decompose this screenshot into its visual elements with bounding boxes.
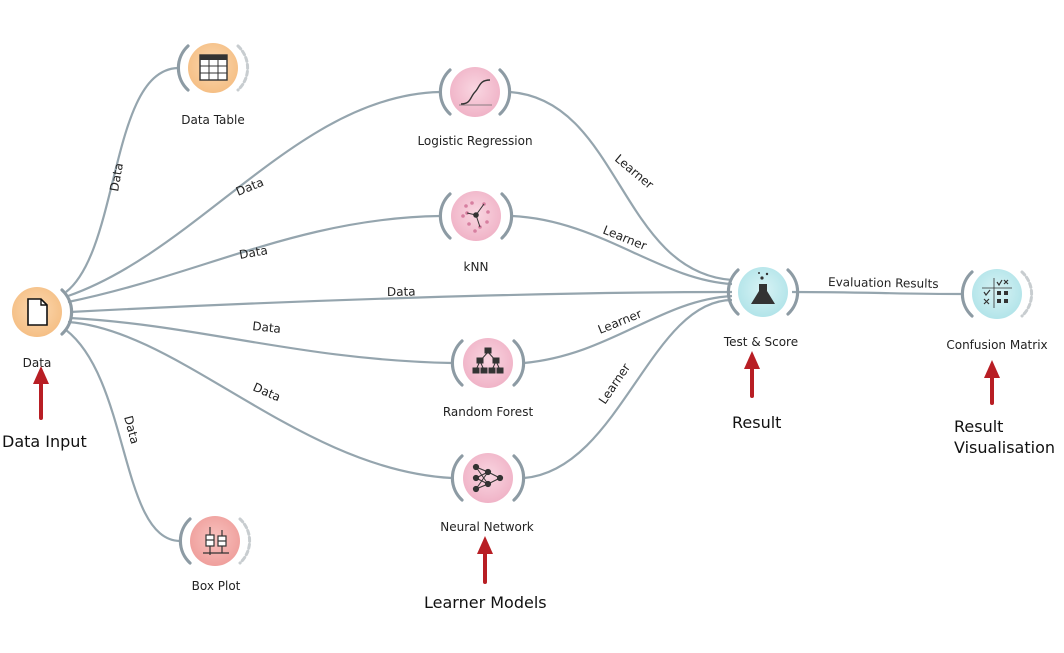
annotation-result: Result xyxy=(732,413,781,432)
link-labels: Data Data Data Data Data Data Data Learn… xyxy=(107,152,938,446)
confusion-input-port[interactable] xyxy=(960,270,974,318)
link-data-nn[interactable] xyxy=(67,320,453,480)
link-knn-testscore[interactable] xyxy=(511,214,733,286)
tree-icon xyxy=(472,347,504,374)
link-label-data-nn: Data xyxy=(251,380,283,404)
annotation-result-vis-line1: Result xyxy=(954,417,1003,436)
link-nn-testscore[interactable] xyxy=(523,298,733,480)
arrow-result-visualisation xyxy=(984,360,1000,405)
nn-node-circle[interactable] xyxy=(463,453,513,503)
link-label-data-datatable: Data xyxy=(107,162,126,193)
rf-input-port[interactable] xyxy=(450,339,464,387)
datatable-node-label: Data Table xyxy=(181,113,245,127)
annotation-texts: Data Input Learner Models Result Result … xyxy=(2,413,1055,612)
boxplot-output-port xyxy=(238,517,252,565)
link-label-data-knn: Data xyxy=(238,243,269,262)
node-neural-network[interactable]: Neural Network xyxy=(440,453,534,534)
boxplot-node-label: Box Plot xyxy=(192,579,241,593)
data-node-label: Data xyxy=(23,356,52,370)
network-icon xyxy=(472,463,504,493)
testscore-input-port[interactable] xyxy=(726,268,740,316)
testscore-output-port[interactable] xyxy=(786,268,800,316)
knn-output-port[interactable] xyxy=(500,192,514,240)
link-label-data-logreg: Data xyxy=(234,175,266,199)
annotation-data-input: Data Input xyxy=(2,432,87,451)
arrow-learner-models xyxy=(477,536,493,584)
knn-node-label: kNN xyxy=(464,260,489,274)
node-data-table[interactable]: Data Table xyxy=(176,43,250,127)
link-data-datatable[interactable] xyxy=(65,66,179,293)
node-random-forest[interactable]: Random Forest xyxy=(443,338,534,419)
annotation-arrows xyxy=(33,351,1000,584)
link-data-logreg[interactable] xyxy=(67,90,441,298)
rf-output-port[interactable] xyxy=(512,339,526,387)
link-data-rf[interactable] xyxy=(69,316,453,365)
links xyxy=(65,66,963,543)
boxplot-input-port[interactable] xyxy=(178,517,192,565)
nn-node-label: Neural Network xyxy=(440,520,534,534)
link-label-nn-testscore: Learner xyxy=(596,361,633,407)
link-label-data-testscore: Data xyxy=(387,285,416,299)
node-knn[interactable]: kNN xyxy=(438,191,514,274)
file-icon xyxy=(27,298,48,326)
nn-input-port[interactable] xyxy=(450,454,464,502)
logreg-output-port[interactable] xyxy=(498,68,512,116)
link-label-rf-testscore: Learner xyxy=(596,307,644,337)
knn-input-port[interactable] xyxy=(438,192,452,240)
sigmoid-curve-icon xyxy=(459,79,492,106)
annotation-result-vis-line2: Visualisation xyxy=(954,438,1055,457)
arrow-data-input xyxy=(33,366,49,420)
matrix-icon xyxy=(982,278,1012,308)
link-rf-testscore[interactable] xyxy=(523,294,733,365)
data-output-port[interactable] xyxy=(60,288,74,336)
link-data-testscore[interactable] xyxy=(69,290,733,314)
confusion-node-label: Confusion Matrix xyxy=(946,338,1047,352)
testscore-node-label: Test & Score xyxy=(723,335,798,349)
link-testscore-confusion[interactable] xyxy=(791,290,963,296)
link-logreg-testscore[interactable] xyxy=(509,90,733,282)
link-label-data-rf: Data xyxy=(252,319,282,336)
node-box-plot[interactable]: Box Plot xyxy=(178,516,252,593)
link-data-knn[interactable] xyxy=(67,214,441,304)
arrow-result xyxy=(744,351,760,398)
logreg-node-label: Logistic Regression xyxy=(417,134,532,148)
logreg-input-port[interactable] xyxy=(438,68,452,116)
link-label-testscore-confusion: Evaluation Results xyxy=(828,275,939,291)
rf-node-circle[interactable] xyxy=(463,338,513,388)
node-data[interactable]: Data xyxy=(12,287,74,370)
scatter-dots-icon xyxy=(461,201,490,233)
confusion-output-port xyxy=(1020,270,1034,318)
box-plot-icon xyxy=(203,527,229,555)
flask-icon xyxy=(751,272,775,304)
node-logistic-regression[interactable]: Logistic Regression xyxy=(417,67,533,148)
annotation-learner-models: Learner Models xyxy=(424,593,547,612)
nn-output-port[interactable] xyxy=(512,454,526,502)
boxplot-node-circle[interactable] xyxy=(190,516,240,566)
rf-node-label: Random Forest xyxy=(443,405,534,419)
link-label-logreg-testscore: Learner xyxy=(612,152,656,192)
link-label-data-boxplot: Data xyxy=(121,414,142,445)
datatable-output-port xyxy=(236,44,250,92)
table-icon xyxy=(199,54,228,81)
node-confusion-matrix[interactable]: Confusion Matrix xyxy=(946,269,1048,352)
datatable-input-port[interactable] xyxy=(176,44,190,92)
link-data-boxplot[interactable] xyxy=(65,329,181,543)
node-test-score[interactable]: Test & Score xyxy=(723,267,800,349)
